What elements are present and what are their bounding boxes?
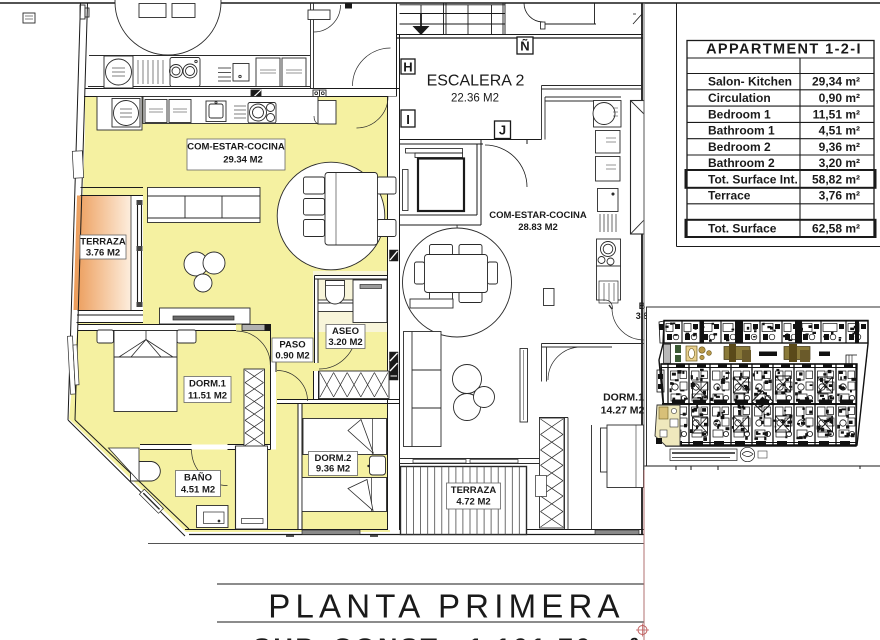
svg-text:SUP. CONST.: 1.101,70 m²: SUP. CONST.: 1.101,70 m² <box>253 633 641 640</box>
svg-text:3.76 M2: 3.76 M2 <box>86 248 120 259</box>
svg-text:3,76 m²: 3,76 m² <box>819 189 860 203</box>
svg-text:COM-ESTAR-COCINA: COM-ESTAR-COCINA <box>489 210 587 221</box>
svg-text:62,58 m²: 62,58 m² <box>812 222 860 236</box>
svg-text:4.51 M2: 4.51 M2 <box>181 485 215 496</box>
svg-text:Tot. Surface: Tot. Surface <box>708 222 777 236</box>
svg-text:29.34 M2: 29.34 M2 <box>223 155 263 166</box>
svg-text:J: J <box>499 123 506 138</box>
svg-text:11,51 m²: 11,51 m² <box>813 107 860 121</box>
svg-text:ESCALERA 2: ESCALERA 2 <box>427 73 525 90</box>
svg-text:Salon- Kitchen: Salon- Kitchen <box>708 75 792 89</box>
svg-text:PLANTA PRIMERA: PLANTA PRIMERA <box>268 588 624 625</box>
svg-text:9,36 m²: 9,36 m² <box>819 140 860 154</box>
svg-text:Circulation: Circulation <box>708 91 771 105</box>
svg-text:Bedroom 1: Bedroom 1 <box>708 107 771 121</box>
svg-text:DORM.1: DORM.1 <box>603 392 644 404</box>
svg-text:COM-ESTAR-COCINA: COM-ESTAR-COCINA <box>187 142 285 153</box>
svg-text:Ñ: Ñ <box>520 39 529 54</box>
svg-text:3,20 m²: 3,20 m² <box>819 156 860 170</box>
svg-text:I: I <box>406 112 410 127</box>
svg-text:3.20 M2: 3.20 M2 <box>328 337 362 348</box>
svg-text:28.83 M2: 28.83 M2 <box>518 222 558 233</box>
svg-text:DORM.2: DORM.2 <box>315 453 352 464</box>
svg-text:29,34 m²: 29,34 m² <box>812 75 860 89</box>
svg-text:14.27 M2: 14.27 M2 <box>601 405 645 417</box>
svg-text:0,90 m²: 0,90 m² <box>819 91 860 105</box>
svg-text:4.72 M2: 4.72 M2 <box>456 497 490 508</box>
svg-text:58,82 m²: 58,82 m² <box>812 172 860 186</box>
svg-text:APPARTMENT 1-2-I: APPARTMENT 1-2-I <box>706 42 862 58</box>
svg-text:PASO: PASO <box>279 340 305 351</box>
svg-text:4,51 m²: 4,51 m² <box>819 124 860 138</box>
svg-text:Bathroom 1: Bathroom 1 <box>708 124 775 138</box>
svg-text:Tot. Surface Int.: Tot. Surface Int. <box>708 172 798 186</box>
svg-text:ASEO: ASEO <box>332 326 359 337</box>
svg-text:H: H <box>403 60 412 75</box>
svg-text:11.51 M2: 11.51 M2 <box>188 391 227 402</box>
svg-text:TERRAZA: TERRAZA <box>80 237 126 248</box>
svg-text:Terrace: Terrace <box>708 189 751 203</box>
svg-text:9.36 M2: 9.36 M2 <box>316 464 350 475</box>
svg-text:Bathroom 2: Bathroom 2 <box>708 156 775 170</box>
svg-text:B: B <box>639 301 646 311</box>
svg-text:Bedroom 2: Bedroom 2 <box>708 140 771 154</box>
svg-text:TERRAZA: TERRAZA <box>451 485 497 496</box>
svg-text:DORM.1: DORM.1 <box>189 379 227 390</box>
svg-text:3.8: 3.8 <box>636 311 649 321</box>
svg-text:0.90 M2: 0.90 M2 <box>275 351 309 362</box>
svg-text:22.36 M2: 22.36 M2 <box>451 93 499 105</box>
svg-text:BAÑO: BAÑO <box>184 473 212 484</box>
